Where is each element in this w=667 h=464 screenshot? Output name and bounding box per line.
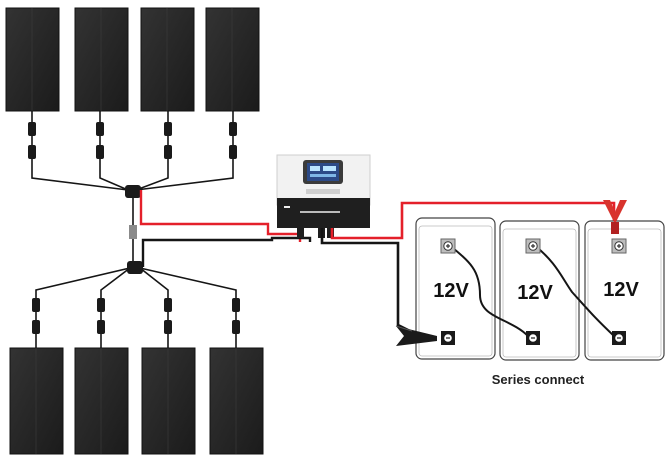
mc4-connectors-bottom bbox=[32, 298, 240, 334]
series-link-wire bbox=[532, 243, 615, 337]
bottom-panel-row bbox=[9, 347, 264, 455]
battery-voltage-label: 12V bbox=[517, 282, 553, 304]
pv-positive-wire bbox=[139, 190, 302, 242]
solar-panel bbox=[140, 7, 195, 112]
branch-connector-bottom bbox=[127, 261, 143, 274]
plus-terminal-icon bbox=[611, 238, 627, 254]
diagram-caption: Series connect bbox=[491, 372, 585, 387]
solar-panel bbox=[5, 7, 60, 112]
solar-panel bbox=[209, 347, 264, 455]
minus-terminal-icon bbox=[612, 331, 626, 345]
pv-negative-wire bbox=[141, 236, 312, 267]
plus-terminal-icon bbox=[525, 238, 541, 254]
branch-connector-top bbox=[125, 185, 141, 198]
plus-terminal-icon bbox=[440, 238, 456, 254]
black-clamp-icon bbox=[395, 325, 437, 346]
top-panel-row bbox=[5, 7, 260, 112]
charge-controller bbox=[276, 154, 371, 238]
solar-panel bbox=[74, 7, 129, 112]
bottom-panel-leads bbox=[35, 267, 237, 348]
solar-panel bbox=[74, 347, 129, 455]
minus-terminal-icon bbox=[441, 331, 455, 345]
battery-bank: 12V 12V 12V bbox=[415, 217, 665, 361]
battery bbox=[584, 220, 665, 361]
battery-negative-wire bbox=[320, 228, 413, 334]
series-link-wire bbox=[447, 243, 529, 337]
battery-voltage-label: 12V bbox=[433, 280, 469, 302]
battery-positive-wire bbox=[330, 201, 616, 240]
top-panel-leads bbox=[31, 111, 234, 191]
battery bbox=[499, 220, 580, 361]
solar-panel bbox=[205, 7, 260, 112]
mc4-connectors-top bbox=[28, 122, 237, 159]
minus-terminal-icon bbox=[526, 331, 540, 345]
red-clamp-icon bbox=[603, 200, 627, 234]
battery-voltage-label: 12V bbox=[603, 279, 639, 301]
solar-panel bbox=[141, 347, 196, 455]
solar-panel bbox=[9, 347, 64, 455]
battery bbox=[415, 217, 496, 360]
inline-fuse bbox=[129, 225, 137, 239]
